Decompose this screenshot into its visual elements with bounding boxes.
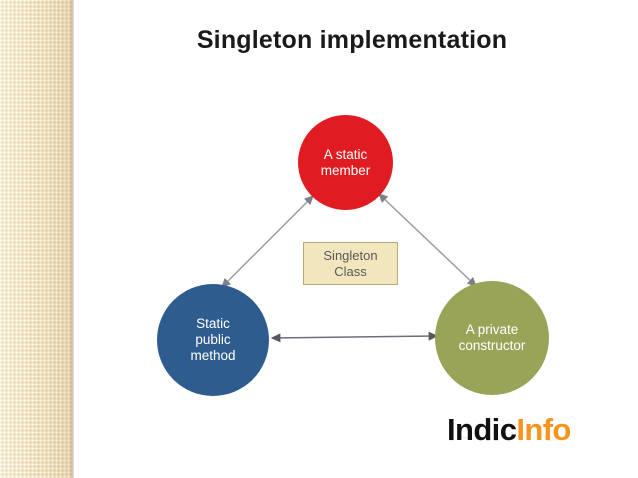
logo-part-info: Info [516,412,571,447]
page-title: Singleton implementation [196,26,508,54]
connector-member-to-method [221,195,314,288]
sidebar-gradient-overlay [0,0,72,478]
sidebar-edge-line [72,0,74,478]
logo-wordmark: IndicInfo [447,413,607,447]
logo-reflection-part-indic: Indic [447,428,517,444]
logo-part-indic: Indic [447,412,517,447]
indicinfo-logo: IndicInfo IndicInfo [447,413,607,463]
connector-member-to-ctor [378,193,477,287]
logo-reflection: IndicInfo [447,428,571,444]
logo-reflection-part-info: Info [516,428,571,444]
connector-method-to-ctor [270,331,439,343]
decorative-sidebar [0,0,72,478]
